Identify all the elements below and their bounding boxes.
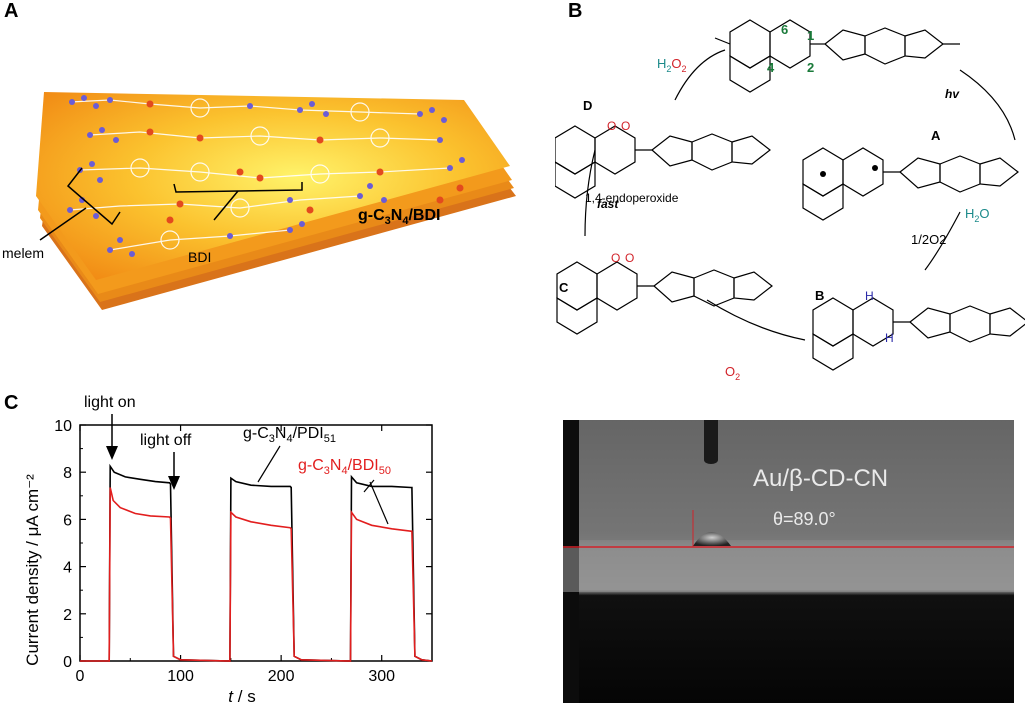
state-b-label: B (815, 288, 824, 303)
peroxy-label: O (625, 251, 634, 265)
legend-bdi-pointer-1 (363, 479, 375, 493)
x-tick-label: 300 (368, 668, 395, 685)
state-d-label: D (583, 98, 592, 113)
annotation-light-off: light off (140, 432, 192, 449)
o2-label: O2 (725, 364, 740, 382)
y-tick-label: 10 (54, 418, 72, 435)
oxygen-atoms (146, 100, 464, 224)
y-tick-label: 0 (63, 654, 72, 671)
endoperoxide-o: O (621, 119, 630, 133)
ring-number-2: 2 (807, 60, 814, 75)
h2o2-label: H2O2 (657, 56, 687, 74)
y-tick-label: 6 (63, 512, 72, 529)
composite-label: g-C3N4/BDI (358, 207, 440, 227)
legend-bdi: g-C3N4/BDI50 (298, 457, 391, 477)
bdi-label: BDI (188, 249, 211, 265)
arrow-a-to-b (924, 211, 961, 271)
panel-a-letter: A (4, 0, 19, 22)
series-line-pdi (80, 463, 433, 662)
h2o-label: H2O (965, 206, 990, 224)
panel-b-scheme: 6 1 2 4 H2O2 hv A H2O 1/2O2 B H H O2 C (555, 19, 1025, 382)
y-tick-label: 8 (63, 465, 72, 482)
angle-label: θ=89.0° (773, 509, 836, 529)
molecule-a (802, 147, 1019, 221)
contact-angle-photo: Au/β-CD-CN θ=89.0° (563, 420, 1014, 703)
melem-leader (39, 207, 87, 241)
legend-bdi-pointer-2 (369, 481, 389, 525)
y-tick-label: 4 (63, 560, 72, 577)
annotation-light-on: light on (84, 394, 136, 411)
radical-dot (820, 171, 826, 177)
syringe-needle (704, 420, 718, 460)
endoperoxide-o: O (607, 119, 616, 133)
ring-number-4: 4 (767, 60, 775, 75)
arrow-top-to-a (959, 69, 1016, 141)
x-axis-label: t / s (228, 687, 255, 706)
bdi-leader (213, 190, 239, 221)
series-line-bdi (80, 487, 433, 662)
y-tick-label: 2 (63, 607, 72, 624)
sheet-top (36, 92, 510, 280)
y-axis-label: Current density / μA cm⁻² (23, 474, 42, 666)
hv-label: hv (945, 87, 960, 101)
substrate-edge (563, 548, 1014, 592)
ring-number-1: 1 (807, 28, 814, 43)
arrow-light-off-head (168, 476, 180, 490)
molecule-c (556, 261, 773, 335)
proton-label: H (885, 331, 894, 345)
needle-tip (704, 456, 718, 464)
melem-bracket (66, 167, 121, 226)
arrow-b-to-c (706, 299, 806, 341)
molecule-b (812, 297, 1025, 371)
x-tick-label: 0 (76, 668, 85, 685)
proton-label: H (865, 289, 874, 303)
state-c-label: C (559, 280, 569, 295)
legend-pdi-pointer (257, 445, 281, 483)
plot-frame (79, 424, 433, 662)
arrow-light-on-head (106, 446, 118, 460)
peroxy-label: O (611, 251, 620, 265)
molecule-d (555, 125, 771, 199)
sample-label: Au/β-CD-CN (753, 465, 888, 492)
photo-haze (563, 420, 1014, 540)
arrow-c-to-d (584, 149, 596, 237)
x-tick-label: 100 (167, 668, 194, 685)
contact-angle-image: Au/β-CD-CN θ=89.0° (563, 420, 1014, 703)
half-o2-label: 1/2O2 (911, 232, 946, 247)
endoperoxide-label: 1,4-endoperoxide (585, 191, 679, 205)
panel-c-letter: C (4, 392, 19, 414)
melem-label: melem (2, 245, 44, 261)
current-density-chart: 0 100 200 300 0 2 4 6 8 10 Current density / μA c… (23, 394, 433, 706)
nitrogen-atoms (67, 95, 465, 257)
radical-dot (872, 165, 878, 171)
panel-a-illustration: melem BDI g-C3N4/BDI (2, 92, 516, 310)
state-a-label: A (931, 128, 941, 143)
bdi-bracket (173, 182, 303, 193)
arrow-d-to-top (674, 49, 726, 101)
ring-number-6: 6 (781, 22, 788, 37)
molecule-top (714, 19, 960, 93)
panel-b-letter: B (568, 0, 583, 22)
legend-pdi: g-C3N4/PDI51 (243, 425, 336, 445)
fast-label: fast (597, 197, 619, 211)
molecular-network (69, 98, 451, 251)
water-droplet (693, 532, 731, 546)
x-tick-label: 200 (268, 668, 295, 685)
